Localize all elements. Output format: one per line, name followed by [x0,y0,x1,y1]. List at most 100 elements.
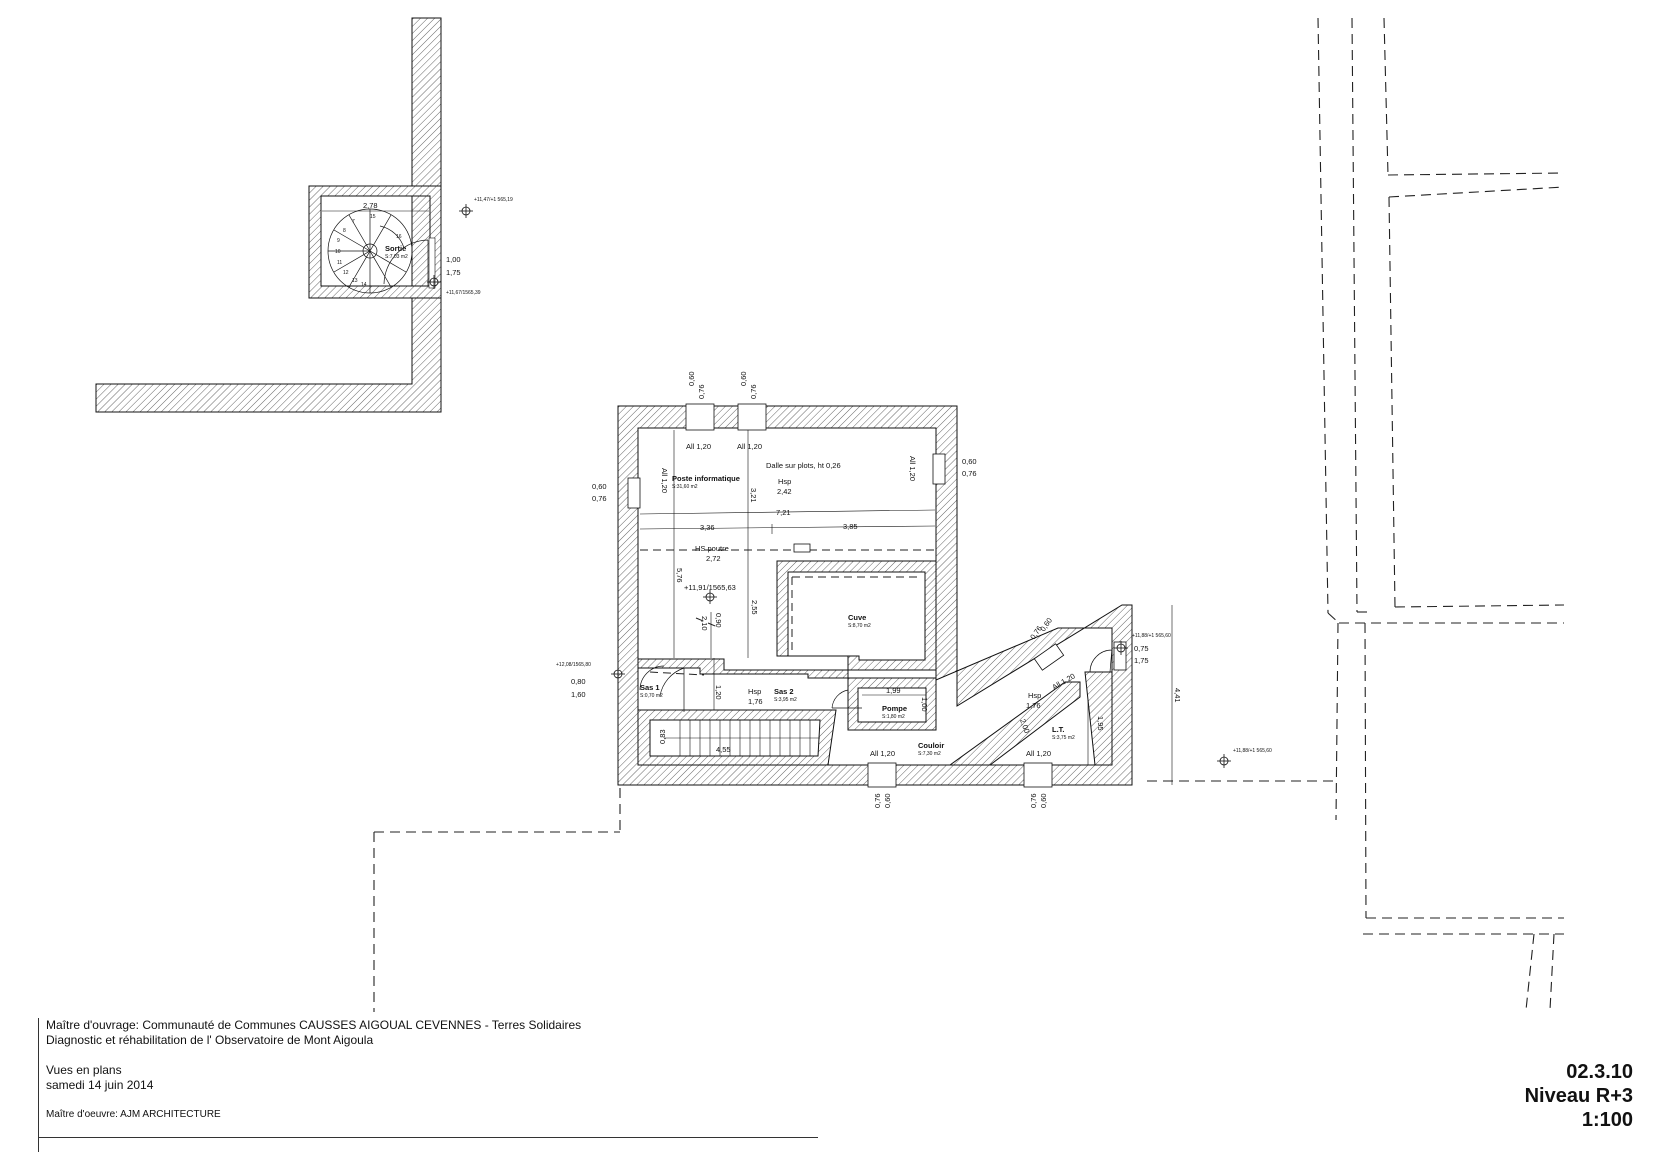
window-dim: 0,76 [749,384,758,399]
dim-7-21: 7,21 [776,508,791,517]
door-swings [637,647,1113,712]
dimension-lines [639,430,1173,785]
dim-2-55: 2,55 [750,600,759,615]
dim-5-76: 5,76 [675,568,684,583]
window-dim: 0,60 [592,482,607,491]
dim-4-41: 4,41 [1173,688,1182,703]
window-dim: 0,60 [739,371,748,386]
hsp-value-lt: 1,76 [1026,701,1041,710]
wall-pompe [847,677,937,731]
wall-stair [637,709,837,766]
hsp-label-sas2: Hsp [748,687,761,696]
level-label: +11,88/+1 565,60 [1132,633,1171,639]
spiral-stair [327,208,413,294]
stair-number: 10 [335,249,341,255]
room-name-poste: Poste informatique [672,474,740,483]
window-dim: 0,60 [687,371,696,386]
view-text: Vues en plans [46,1063,122,1077]
date-text: samedi 14 juin 2014 [46,1078,154,1092]
hsp-label-poste: Hsp [778,477,791,486]
dim-2-78: 2,78 [363,201,378,210]
room-area-sas2: S:3,95 m2 [774,697,797,703]
dim-3-85: 3,85 [843,522,858,531]
window-dim: 0,76 [873,793,882,808]
room-area-sortie: S:7,03 m2 [385,254,408,260]
hsp-label-lt: Hsp [1028,691,1041,700]
level-marker [427,204,473,289]
stair-number: 8 [343,228,346,234]
stair-number: 14 [361,282,367,288]
window-dim: 0,76 [697,384,706,399]
dim-2-10: 2,10 [700,616,709,631]
allege-label: All 1,20 [1026,749,1051,758]
stair-number: 9 [337,238,340,244]
stair-number: 7 [352,219,355,225]
title-block: Maître d'ouvrage: Communauté de Communes… [38,1018,818,1152]
title-block-border-bottom [38,1137,818,1138]
room-name-lt: L.T. [1052,725,1065,734]
hs-poutre-value: 2,72 [706,554,721,563]
hs-poutre-label: HS poutre [695,544,729,553]
architect-text: Maître d'oeuvre: AJM ARCHITECTURE [46,1109,221,1120]
level-label: +11,88/+1 565,60 [1233,748,1272,754]
stair-numbers: 7 8 9 10 11 12 13 14 15 16 [335,214,402,288]
sheet-number: 02.3.10 [1566,1061,1633,1083]
window-dim: 0,60 [883,793,892,808]
dim-1-99: 1,99 [886,686,901,695]
wall-upper-left [95,17,442,413]
window-dim: 0,60 [1039,793,1048,808]
wall-diagonal [948,681,1081,766]
wall-sas [637,658,849,679]
level-marker [611,590,1231,768]
window-dim: 0,60 [962,457,977,466]
dim-1-95: 1,95 [1096,716,1105,731]
dim-0-90: 0,90 [714,613,723,628]
hsp-value-poste: 2,42 [777,487,792,496]
beam-block [793,543,811,553]
hsp-value-sas2: 1,76 [748,697,763,706]
room-name-cuve: Cuve [848,613,866,622]
window-dim: 0,76 [592,494,607,503]
dim-1-20: 1,20 [714,685,723,700]
room-area-lt: S:3,75 m2 [1052,735,1075,741]
window-dim: 0,75 [1134,644,1149,653]
allege-label: All 1,20 [686,442,711,451]
level-label: +11,67/1565,39 [446,290,481,296]
title-block-border-left [38,1018,39,1152]
dim-1-00: 1,00 [920,697,929,712]
room-area-cuve: S:8,70 m2 [848,623,871,629]
room-name-sas1: Sas 1 [640,683,660,692]
stair-number: 12 [343,270,349,276]
room-area-pompe: S:1,80 m2 [882,714,905,720]
dim-1-00: 1,00 [446,255,461,264]
room-name-sortie: Sortie [385,244,406,253]
level-label: +12,08/1565,80 [556,662,591,668]
dashed-outlines-right [1147,17,1565,1011]
dashed-outlines-main [373,788,621,1012]
door-swing [383,239,429,286]
main-labels: Poste informatique S:31,60 m2 Dalle sur … [556,371,1272,808]
dim-1-75: 1,75 [446,268,461,277]
dashed-interior [640,549,935,676]
stair-treads [664,720,820,756]
room-area-sas1: S:0,70 m2 [640,693,663,699]
sheet-level: Niveau R+3 [1524,1085,1633,1107]
allege-label: All 1,20 [737,442,762,451]
sheet-info: 02.3.10 Niveau R+3 1:100 [1525,1060,1633,1132]
owner-text: Maître d'ouvrage: Communauté de Communes… [46,1018,582,1032]
dim-4-55: 4,55 [716,745,731,754]
windows [627,403,1127,788]
window-dim: 0,76 [1029,793,1038,808]
allege-label: All 1,20 [908,456,917,481]
stair-number: 16 [396,234,402,240]
window-dim: 1,75 [1134,656,1149,665]
window-dim: 0,76 [962,469,977,478]
dim-3-36: 3,36 [700,523,715,532]
upper-left-building: 7 8 9 10 11 12 13 14 15 16 Sortie S:7,03… [95,17,513,413]
stair-number: 15 [370,214,376,220]
room-name-couloir: Couloir [918,741,944,750]
window-dim: 1,60 [571,690,586,699]
dalle-label: Dalle sur plots, ht 0,26 [766,461,841,470]
main-building [611,403,1231,788]
